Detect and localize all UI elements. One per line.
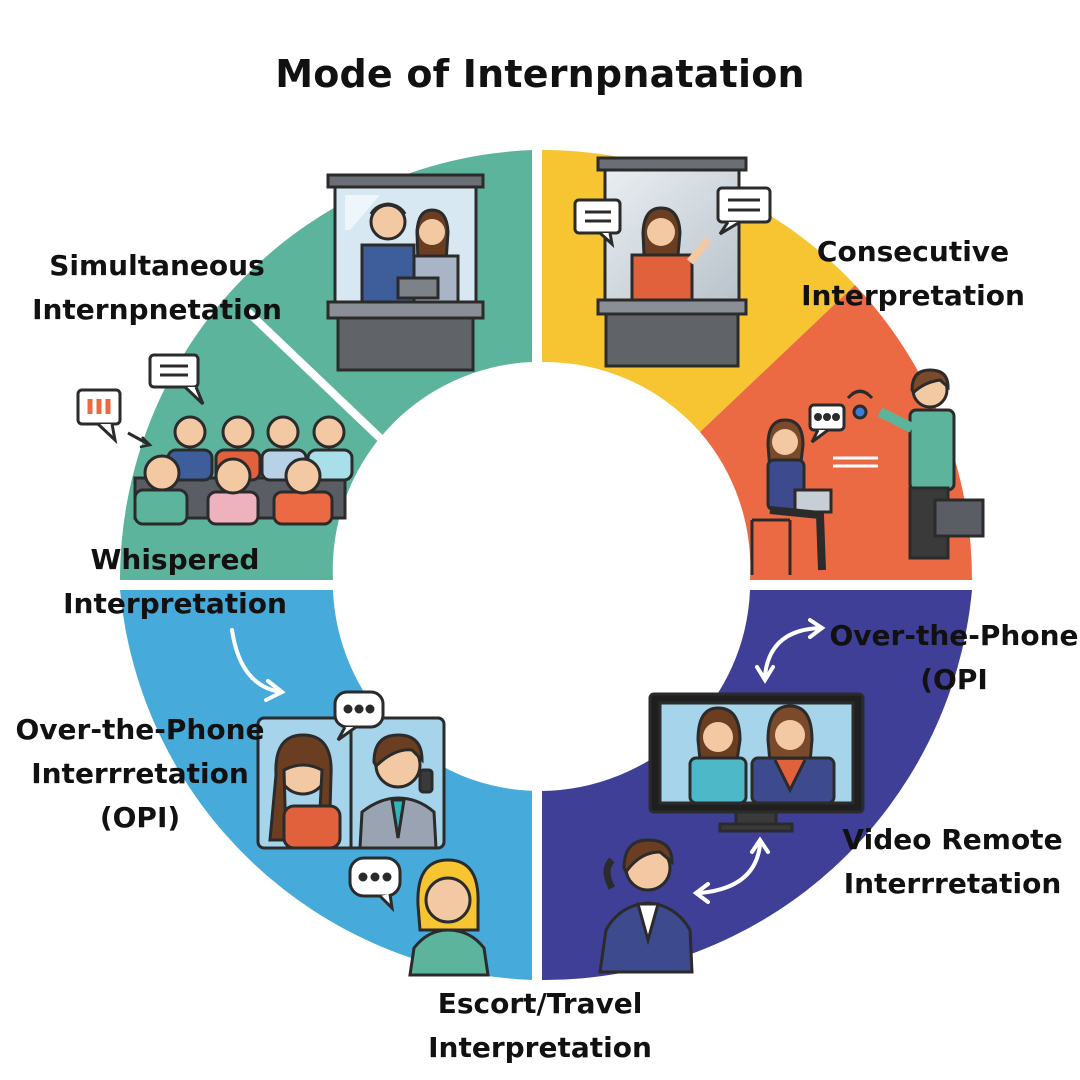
arrow-head-icon bbox=[264, 679, 286, 702]
audience-icon bbox=[76, 353, 354, 526]
label-simultaneous: Simultaneous Internpnetation bbox=[32, 249, 282, 326]
label-opi-right: Over-the-Phone (OPI bbox=[829, 619, 1079, 696]
phone-interpreter-icon bbox=[598, 838, 694, 974]
arrows bbox=[230, 618, 826, 904]
business-meeting-icon bbox=[750, 368, 985, 575]
diagram-title: Mode of Internpnatation bbox=[275, 52, 805, 96]
escort-person-icon bbox=[348, 856, 490, 977]
label-video-remote: Video Remote Interrretation bbox=[842, 823, 1063, 900]
speech-bubble-icon bbox=[148, 353, 200, 389]
arrow-icon bbox=[230, 628, 282, 694]
label-opi-left: Over-the-Phone Interrretation (OPI) bbox=[15, 713, 265, 834]
video-call-icon bbox=[648, 692, 865, 833]
phone-call-card-icon bbox=[256, 690, 446, 850]
label-consecutive: Consecutive Interpretation bbox=[801, 235, 1025, 312]
arrow-icon bbox=[698, 843, 762, 895]
arrow-icon bbox=[763, 626, 822, 677]
pointer-arrow-icon bbox=[127, 431, 153, 449]
interpreter-booth-icon bbox=[326, 173, 485, 372]
label-whispered: Whispered Interpretation bbox=[63, 543, 287, 620]
divider-line bbox=[245, 309, 383, 441]
center-hole bbox=[334, 379, 746, 791]
label-escort: Escort/Travel Interpretation bbox=[428, 987, 652, 1064]
consecutive-booth-icon bbox=[573, 156, 772, 368]
